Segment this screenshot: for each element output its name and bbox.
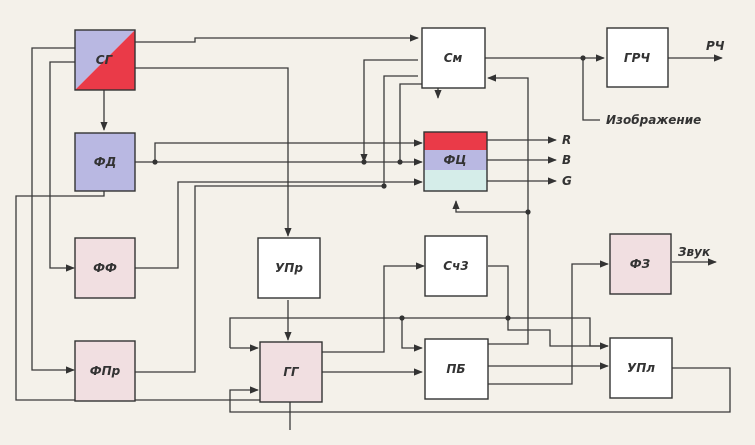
junction-dot xyxy=(381,183,387,189)
wire-hbus-upl xyxy=(507,318,609,350)
output-r-label: R xyxy=(562,133,571,147)
junctions xyxy=(152,55,586,321)
junction-dot xyxy=(580,55,586,61)
junction-dot xyxy=(399,315,405,321)
block-ff: ФФ xyxy=(74,237,136,299)
block-ff-frame xyxy=(74,237,136,299)
block-upr-label: УПр xyxy=(275,261,303,275)
junction-dot xyxy=(152,159,158,165)
block-fc: ФЦ xyxy=(423,131,488,192)
block-sch-label: Сч3 xyxy=(443,259,468,273)
wire-sp-upr xyxy=(135,67,292,237)
wire-image xyxy=(582,58,600,121)
block-fc-red xyxy=(424,132,487,150)
block-fz: ФЗ xyxy=(609,233,672,295)
block-fc-blue xyxy=(424,150,487,170)
block-fd-label: ФД xyxy=(94,155,117,169)
wire-fpr-fc xyxy=(134,185,384,373)
block-pb-label: ПБ xyxy=(446,362,465,376)
wire-fd-fc xyxy=(134,139,423,163)
wire-upl-gg xyxy=(229,367,731,413)
wire-sp-ff xyxy=(49,61,75,272)
block-grch-frame xyxy=(606,27,669,88)
block-upl-label: УПл xyxy=(627,361,655,375)
output-b-label: B xyxy=(562,153,571,167)
block-gg-frame xyxy=(259,341,323,403)
wire-gg-sch xyxy=(322,262,425,353)
block-upr-frame xyxy=(257,237,321,299)
wire-hbus-pb xyxy=(401,318,423,352)
block-grch-label: ГРЧ xyxy=(624,51,650,65)
junction-dot xyxy=(505,315,511,321)
block-sp-frame xyxy=(74,29,136,91)
block-upl-frame xyxy=(609,337,673,399)
block-fc-label: ФЦ xyxy=(443,153,466,167)
block-pb-frame xyxy=(424,338,489,400)
wire-sm-bus-a xyxy=(360,59,418,163)
wire-pb-fz xyxy=(488,260,609,385)
junction-dot xyxy=(361,159,367,165)
junction-dot xyxy=(525,209,531,215)
block-fc-frame xyxy=(423,131,488,192)
block-sm: См xyxy=(421,27,486,89)
block-sch: Сч3 xyxy=(424,235,488,297)
wire-sp-sm xyxy=(135,34,419,43)
block-fpr: ФПр xyxy=(74,340,136,402)
block-fd: ФД xyxy=(74,132,136,192)
block-ff-label: ФФ xyxy=(93,261,117,275)
block-fz-frame xyxy=(609,233,672,295)
junction-dot xyxy=(397,159,403,165)
block-sp-red xyxy=(75,30,135,90)
block-sp-label: СГ xyxy=(96,53,114,67)
output-sound-label: Звук xyxy=(678,245,711,259)
block-gg-label: ГГ xyxy=(283,365,300,379)
wire-fd-gg xyxy=(15,188,260,401)
output-image-label: Изображение xyxy=(606,113,701,127)
block-fpr-frame xyxy=(74,340,136,402)
block-fpr-label: ФПр xyxy=(90,364,121,378)
block-sp: СГ xyxy=(74,29,136,91)
block-fd-frame xyxy=(74,132,136,192)
block-fc-cyan xyxy=(424,170,487,191)
wire-sm-bus-b xyxy=(383,75,418,186)
output-rch-label: РЧ xyxy=(706,39,725,53)
block-pb: ПБ xyxy=(424,338,489,400)
block-upl: УПл xyxy=(609,337,673,399)
output-g-label: G xyxy=(562,174,572,188)
wire-sp-fpr xyxy=(31,47,75,374)
wire-ff-fc xyxy=(134,178,423,269)
wire-pb-sm xyxy=(487,74,529,212)
wire-sch-bus xyxy=(488,265,509,316)
wire-fd-sm xyxy=(155,83,442,163)
block-fz-label: ФЗ xyxy=(630,257,651,271)
block-sch-frame xyxy=(424,235,488,297)
block-upr: УПр xyxy=(257,237,321,299)
block-grch: ГРЧ xyxy=(606,27,669,88)
block-gg: ГГ xyxy=(259,341,323,403)
block-sm-label: См xyxy=(444,51,463,65)
block-sm-frame xyxy=(421,27,486,89)
